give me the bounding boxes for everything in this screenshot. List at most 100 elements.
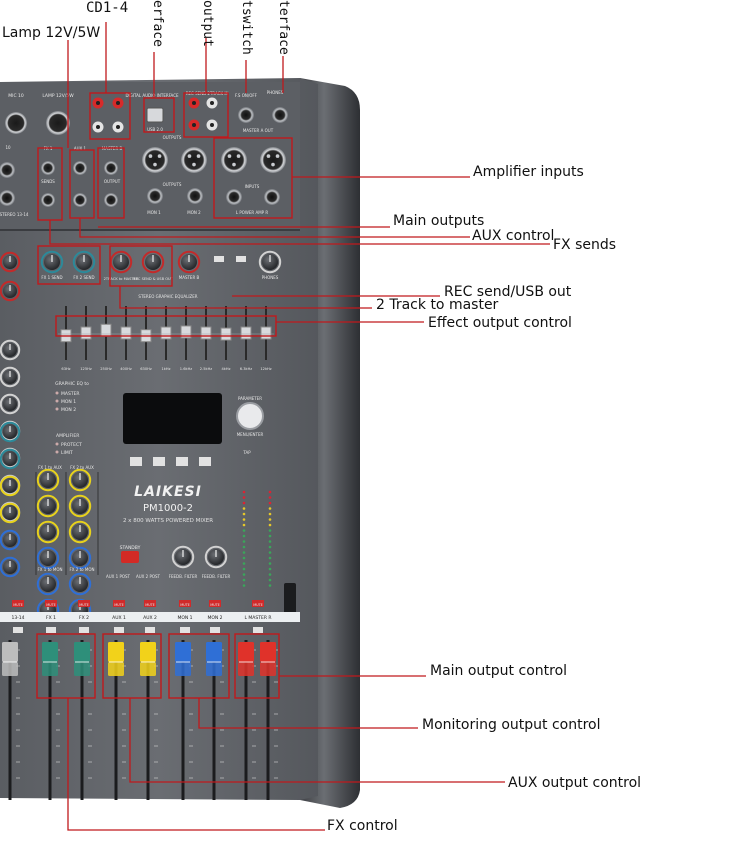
knob-ring[interactable]: [36, 572, 60, 596]
fader-cap-top[interactable]: [2, 642, 18, 662]
knob-ring[interactable]: [0, 251, 21, 273]
knob-ring[interactable]: [0, 475, 21, 497]
jack-socket[interactable]: [73, 161, 87, 175]
knob-ring[interactable]: [36, 520, 60, 544]
jack-socket[interactable]: [187, 188, 203, 204]
small-button[interactable]: [214, 256, 224, 262]
jack-socket[interactable]: [226, 189, 242, 205]
fader-cap-top[interactable]: [74, 642, 90, 662]
fader-cap-top[interactable]: [108, 642, 124, 662]
fader-cap-top[interactable]: [238, 642, 254, 662]
xlr-connector[interactable]: [5, 112, 27, 134]
mute-button[interactable]: [252, 600, 264, 607]
jack-socket[interactable]: [272, 107, 288, 123]
fader-cap-top[interactable]: [175, 642, 191, 662]
pfl-button[interactable]: [46, 627, 56, 633]
mute-button[interactable]: [144, 600, 156, 607]
xlr-pin[interactable]: [148, 154, 153, 158]
xlr-pin[interactable]: [275, 154, 280, 158]
knob-ring[interactable]: [0, 556, 21, 578]
knob-ring[interactable]: [0, 280, 21, 302]
pfl-button[interactable]: [79, 627, 89, 633]
fader-cap-bottom[interactable]: [206, 662, 222, 676]
eq-fader[interactable]: [180, 325, 192, 339]
knob-ring[interactable]: [68, 546, 92, 570]
knob-ring[interactable]: [0, 502, 21, 524]
eq-fader[interactable]: [100, 323, 112, 337]
fader-cap-bottom[interactable]: [175, 662, 191, 676]
jack-socket[interactable]: [264, 189, 280, 205]
jack-socket[interactable]: [73, 193, 87, 207]
fader-cap-bottom[interactable]: [238, 662, 254, 676]
pfl-button[interactable]: [13, 627, 23, 633]
eq-fader[interactable]: [160, 326, 172, 340]
jack-socket[interactable]: [41, 161, 55, 175]
xlr-connector[interactable]: [181, 147, 207, 173]
small-button[interactable]: [236, 256, 246, 262]
fader-cap-bottom[interactable]: [260, 662, 276, 676]
eq-fader[interactable]: [80, 326, 92, 340]
fader-cap-top[interactable]: [42, 642, 58, 662]
fader-cap-top[interactable]: [140, 642, 156, 662]
eq-fader[interactable]: [200, 326, 212, 340]
xlr-connector[interactable]: [142, 147, 168, 173]
pfl-button[interactable]: [114, 627, 124, 633]
knob-ring[interactable]: [36, 494, 60, 518]
knob-ring[interactable]: [0, 366, 21, 388]
knob-ring[interactable]: [0, 339, 21, 361]
fader-cap-bottom[interactable]: [74, 662, 90, 676]
pfl-button[interactable]: [180, 627, 190, 633]
pfl-button[interactable]: [210, 627, 220, 633]
fader-cap-top[interactable]: [206, 642, 222, 662]
knob-ring[interactable]: [204, 545, 228, 569]
knob-ring[interactable]: [171, 545, 195, 569]
xlr-pin[interactable]: [153, 162, 157, 167]
pfl-button[interactable]: [145, 627, 155, 633]
knob-ring[interactable]: [258, 250, 282, 274]
knob-ring[interactable]: [0, 421, 21, 443]
knob-ring[interactable]: [68, 468, 92, 492]
knob-ring[interactable]: [72, 250, 96, 274]
knob-ring[interactable]: [177, 250, 201, 274]
display-button[interactable]: [153, 457, 165, 466]
xlr-pin[interactable]: [157, 154, 162, 158]
xlr-connector[interactable]: [221, 147, 247, 173]
xlr-pin[interactable]: [236, 154, 241, 158]
fader-cap-bottom[interactable]: [108, 662, 124, 676]
mute-button[interactable]: [179, 600, 191, 607]
mute-button[interactable]: [209, 600, 221, 607]
pfl-button[interactable]: [253, 627, 263, 633]
xlr-pin[interactable]: [232, 162, 236, 167]
xlr-connector[interactable]: [260, 147, 286, 173]
knob-ring[interactable]: [0, 393, 21, 415]
jack-socket[interactable]: [238, 107, 254, 123]
xlr-pin[interactable]: [271, 162, 275, 167]
mute-button[interactable]: [12, 600, 24, 607]
knob-ring[interactable]: [36, 468, 60, 492]
fader-cap-bottom[interactable]: [42, 662, 58, 676]
mute-button[interactable]: [78, 600, 90, 607]
knob-ring[interactable]: [68, 494, 92, 518]
xlr-connector[interactable]: [46, 111, 70, 135]
display-button[interactable]: [199, 457, 211, 466]
knob-ring[interactable]: [40, 250, 64, 274]
knob-ring[interactable]: [0, 448, 21, 470]
jack-socket[interactable]: [104, 193, 118, 207]
xlr-pin[interactable]: [266, 154, 271, 158]
fader-cap-bottom[interactable]: [140, 662, 156, 676]
jack-socket[interactable]: [41, 193, 55, 207]
eq-fader[interactable]: [260, 326, 272, 340]
display-button[interactable]: [176, 457, 188, 466]
eq-fader[interactable]: [240, 326, 252, 340]
eq-fader[interactable]: [120, 326, 132, 340]
xlr-pin[interactable]: [187, 154, 192, 158]
display-button[interactable]: [130, 457, 142, 466]
jack-socket[interactable]: [0, 162, 15, 178]
knob-ring[interactable]: [0, 529, 21, 551]
jack-socket[interactable]: [104, 161, 118, 175]
mute-button[interactable]: [45, 600, 57, 607]
knob-ring[interactable]: [109, 250, 133, 274]
fader-cap-bottom[interactable]: [2, 662, 18, 676]
knob-ring[interactable]: [36, 546, 60, 570]
xlr-pin[interactable]: [227, 154, 232, 158]
